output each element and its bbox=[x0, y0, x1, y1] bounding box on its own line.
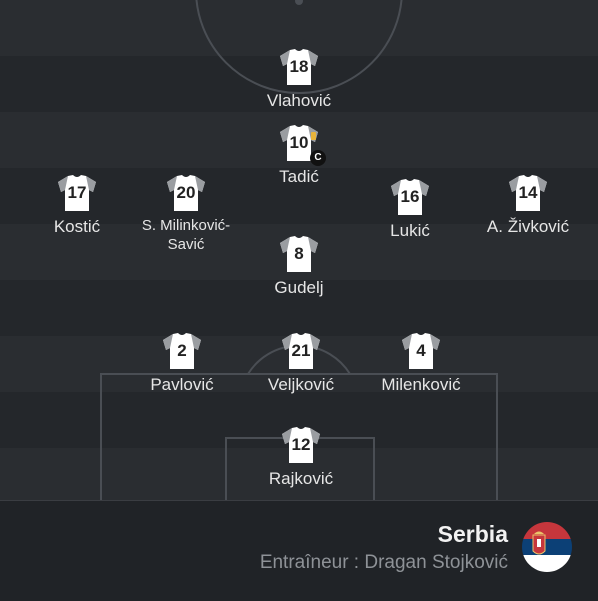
shirt-number: 4 bbox=[416, 341, 426, 360]
shirt-icon: 16 bbox=[389, 178, 431, 216]
shirt-number: 21 bbox=[291, 341, 311, 360]
captain-badge: C bbox=[310, 150, 326, 166]
shirt-icon: 14 bbox=[507, 174, 549, 212]
shirt-number: 10 bbox=[289, 133, 309, 152]
player-name: Tadić bbox=[279, 167, 319, 186]
player-name: A. Živković bbox=[486, 217, 570, 236]
player-name: Kostić bbox=[53, 217, 101, 236]
shirt-icon: 10 C bbox=[278, 124, 326, 166]
shirt-icon: 8 bbox=[278, 235, 320, 273]
shirt-number: 17 bbox=[67, 183, 87, 202]
shirt-icon: 20 bbox=[165, 174, 207, 212]
player-gudelj[interactable]: 8 Gudelj bbox=[244, 235, 354, 298]
player-name: Vlahović bbox=[266, 91, 332, 110]
shirt-icon: 21 bbox=[280, 332, 322, 370]
shirt-icon: 2 bbox=[161, 332, 203, 370]
player-name: Milenković bbox=[381, 375, 461, 394]
player-name: Gudelj bbox=[274, 278, 324, 297]
player-pavlovic[interactable]: 2 Pavlović bbox=[127, 332, 237, 395]
captain-armband-icon bbox=[311, 132, 316, 140]
player-name: Lukić bbox=[390, 221, 430, 240]
player-zivkovic[interactable]: 14 A. Živković bbox=[468, 174, 588, 237]
player-kostic[interactable]: 17 Kostić bbox=[22, 174, 132, 237]
shirt-number: 14 bbox=[518, 183, 538, 202]
shirt-icon: 17 bbox=[56, 174, 98, 212]
shirt-number: 12 bbox=[291, 435, 311, 454]
player-lukic[interactable]: 16 Lukić bbox=[355, 178, 465, 241]
player-name: Pavlović bbox=[150, 375, 214, 394]
player-milinkovic-savic[interactable]: 20 S. Milinković- Savić bbox=[121, 174, 251, 254]
team-footer: Serbia Entraîneur : Dragan Stojković bbox=[0, 500, 598, 601]
player-tadic[interactable]: 10 C Tadić bbox=[244, 124, 354, 187]
player-milenkovic[interactable]: 4 Milenković bbox=[366, 332, 476, 395]
shirt-number: 16 bbox=[400, 187, 420, 206]
player-name: Rajković bbox=[268, 469, 334, 488]
shirt-number: 18 bbox=[289, 57, 309, 76]
player-rajkovic[interactable]: 12 Rajković bbox=[246, 426, 356, 489]
shirt-number: 20 bbox=[176, 183, 196, 202]
player-vlahovic[interactable]: 18 Vlahović bbox=[244, 48, 354, 111]
shirt-icon: 4 bbox=[400, 332, 442, 370]
coach-line: Entraîneur : Dragan Stojković bbox=[259, 552, 508, 573]
player-veljkovic[interactable]: 21 Veljković bbox=[246, 332, 356, 395]
shirt-icon: 12 bbox=[280, 426, 322, 464]
pitch: 18 Vlahović 10 C Tadić 17 Kostić 20 S. M… bbox=[0, 0, 598, 500]
serbia-flag-icon[interactable] bbox=[522, 522, 572, 572]
player-name: S. Milinković- Savić bbox=[141, 217, 231, 253]
shirt-icon: 18 bbox=[278, 48, 320, 86]
player-name: Veljković bbox=[267, 375, 335, 394]
team-name: Serbia bbox=[437, 521, 508, 547]
shirt-number: 8 bbox=[294, 244, 304, 263]
shirt-number: 2 bbox=[177, 341, 187, 360]
